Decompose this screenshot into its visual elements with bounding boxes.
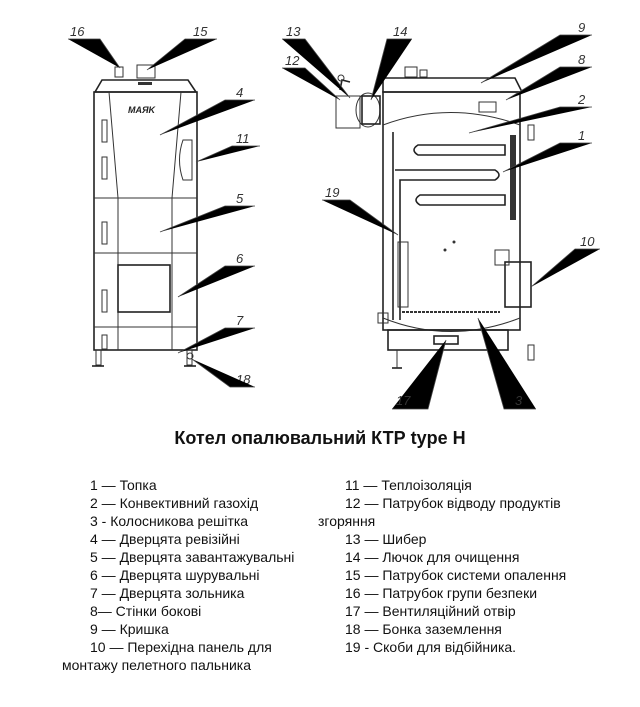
insulation xyxy=(179,139,193,181)
callout-8: 8 xyxy=(578,52,586,67)
callout-16: 16 xyxy=(70,24,85,39)
callout-13: 13 xyxy=(286,24,301,39)
callout-10: 10 xyxy=(580,234,595,249)
legend-item: 13 — Шибер xyxy=(345,531,427,547)
callout-11: 11 xyxy=(236,131,250,146)
callout-9: 9 xyxy=(578,20,585,35)
legend-item: 2 — Конвективний газохід xyxy=(90,495,259,511)
top-cover xyxy=(93,79,198,93)
legend-item: згоряння xyxy=(318,513,376,529)
legend-item: 11 — Теплоізоляція xyxy=(345,477,472,493)
legend-item: 9 — Кришка xyxy=(90,621,169,637)
page-title: Котел опалювальний КТР type H xyxy=(174,428,466,448)
legend-item: 6 — Дверцята шурувальні xyxy=(90,567,260,583)
side-body xyxy=(382,91,521,331)
callout-4: 4 xyxy=(236,85,243,100)
legend-item: 17 — Вентиляційний отвір xyxy=(345,603,516,619)
legend-item: монтажу пелетного пальника xyxy=(62,657,251,673)
legend-item: 14 — Лючок для очищення xyxy=(345,549,520,565)
side-callouts: 13 14 12 9 8 2 1 19 10 17 3 xyxy=(282,20,600,410)
front-callouts: 16 15 4 11 5 6 7 18 xyxy=(68,24,260,388)
callout-12: 12 xyxy=(285,53,300,68)
legend-item: 18 — Бонка заземлення xyxy=(345,621,502,637)
brand-plate: MAЯK xyxy=(128,105,157,115)
burner-panel xyxy=(504,261,532,308)
legend-item: 7 — Дверцята зольника xyxy=(90,585,245,601)
legend-item: 19 - Скоби для відбійника. xyxy=(345,639,517,655)
legend-item: 10 — Перехідна панель для xyxy=(90,639,272,655)
legend-item: 16 — Патрубок групи безпеки xyxy=(345,585,538,601)
legend-item: 15 — Патрубок системи опалення xyxy=(345,567,567,583)
legend-item: 12 — Патрубок відводу продуктів xyxy=(345,495,561,511)
legend-item: 1 — Топка xyxy=(90,477,157,493)
legend-item: 3 - Колосникова решітка xyxy=(90,513,249,529)
boiler-drawing: MAЯK 16 15 4 11 5 6 7 18 xyxy=(68,20,600,410)
legend-item: 8— Стінки бокові xyxy=(90,603,202,619)
side-cover xyxy=(382,77,524,93)
cleaning-hatch xyxy=(361,95,381,125)
callout-6: 6 xyxy=(236,251,244,266)
callout-1: 1 xyxy=(578,128,585,143)
side-view xyxy=(335,66,535,369)
callout-3: 3 xyxy=(515,393,523,408)
stoking-door-window xyxy=(117,264,171,313)
callout-19: 19 xyxy=(325,185,339,200)
callout-17: 17 xyxy=(396,393,411,408)
heating-pipe xyxy=(136,64,156,79)
vent-hole xyxy=(433,335,459,345)
legend-item: 4 — Дверцята ревізійні xyxy=(90,531,240,547)
callout-7: 7 xyxy=(236,313,244,328)
front-view: MAЯK xyxy=(92,64,198,367)
callout-2: 2 xyxy=(577,92,586,107)
callout-15: 15 xyxy=(193,24,208,39)
legend-item: 5 — Дверцята завантажувальні xyxy=(90,549,295,565)
callout-14: 14 xyxy=(393,24,407,39)
safety-pipe xyxy=(114,66,124,78)
callout-5: 5 xyxy=(236,191,244,206)
